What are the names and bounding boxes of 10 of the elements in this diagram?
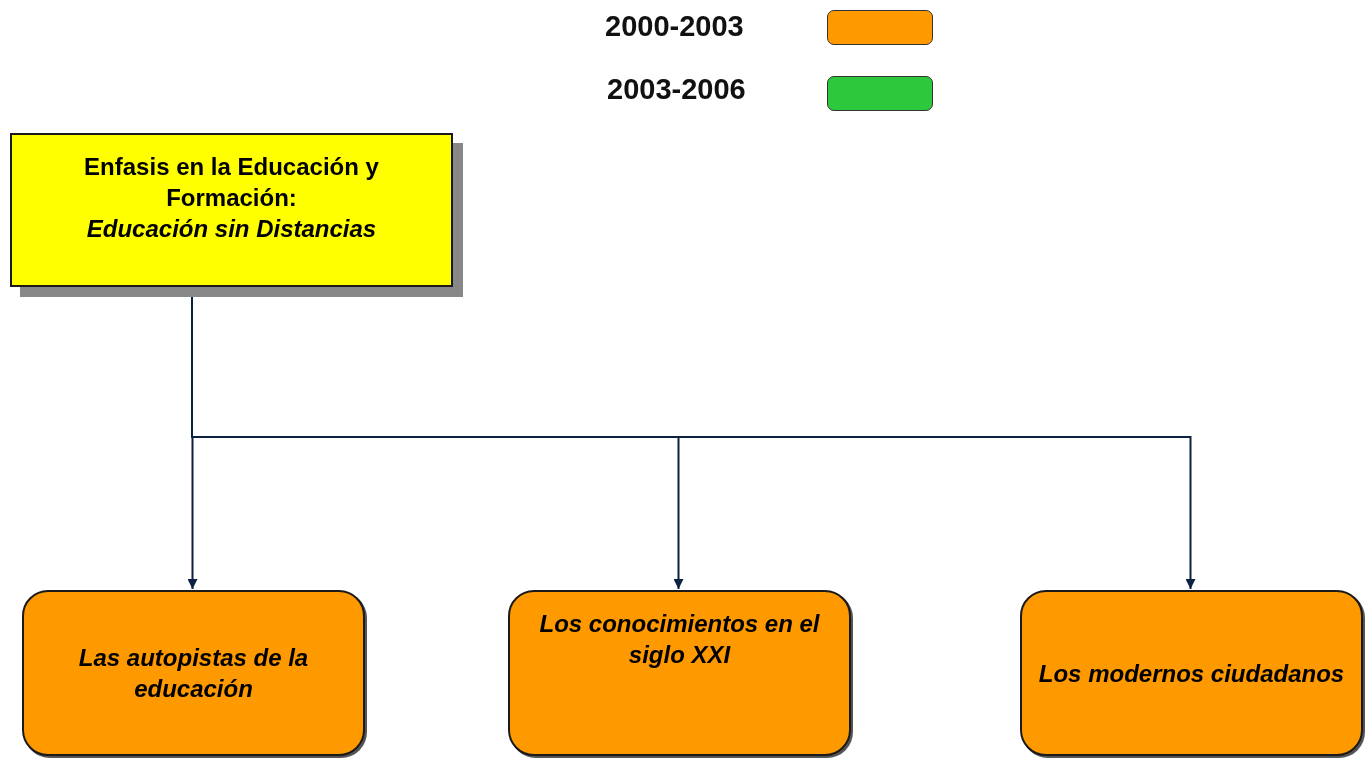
subtopic-box <box>22 590 365 756</box>
node-text: Enfasis en la Educación y Formación: <box>83 152 380 213</box>
node-text: Educación sin Distancias <box>86 214 377 244</box>
subtopic-box <box>508 590 851 756</box>
node-text: Los modernos ciudadanos <box>1038 658 1345 689</box>
node-text: Los conocimientos en el siglo XXI <box>538 609 821 670</box>
subtopic-box <box>1020 590 1363 756</box>
node-text: Las autopistas de la educación <box>77 643 310 704</box>
legend-label: 2000-2003 <box>605 10 744 43</box>
legend-label: 2003-2006 <box>607 73 746 106</box>
